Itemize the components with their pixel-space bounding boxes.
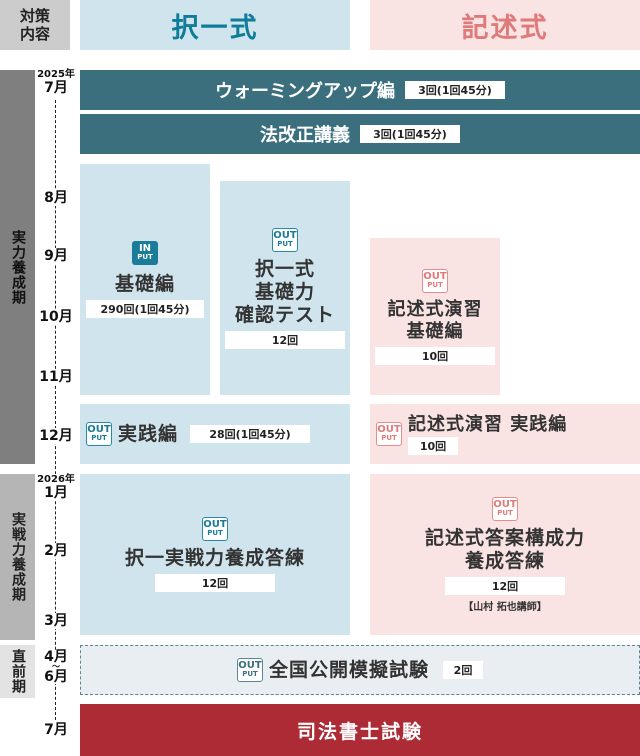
timeline-month: 4月 〜 6月 xyxy=(36,650,76,684)
year-label-2026: 2026年 xyxy=(37,474,75,485)
timeline-month: 12月 xyxy=(36,428,76,444)
header-label: 対策 内容 xyxy=(0,0,70,50)
kijutsu-toan-count: 12回 xyxy=(445,576,565,595)
period-jitsuryoku: 実力養成期 xyxy=(0,70,35,464)
warming-up-count: 3回(1回45分) xyxy=(405,81,505,99)
header-label-line2: 内容 xyxy=(19,25,50,43)
takuitsu-jissen-count: 28回(1回45分) xyxy=(190,425,311,443)
takuitsu-kiso-count: 290回(1回45分) xyxy=(86,300,204,318)
timeline-line xyxy=(55,100,56,720)
takuitsu-kakunin-count: 12回 xyxy=(225,330,345,349)
period-chokuzen: 直前期 xyxy=(0,645,35,698)
final-exam-bar: 司法書士試験 xyxy=(80,704,640,756)
law-revision-bar: 法改正講義 3回(1回45分) xyxy=(80,114,640,154)
takuitsu-jissen-title: 実践編 xyxy=(118,422,179,445)
timeline-month: 3月 xyxy=(36,613,76,629)
year-label-2025: 2025年 xyxy=(37,69,75,80)
header-label-line1: 対策 xyxy=(19,7,50,25)
mock-exam-title: 全国公開模擬試験 xyxy=(268,658,429,681)
kijutsu-kiso-title: 記述式演習 基礎編 xyxy=(387,298,483,342)
mock-exam-count: 2回 xyxy=(443,661,483,679)
timeline-month: 11月 xyxy=(36,369,76,385)
column-header-kijutsu: 記述式 xyxy=(370,0,640,50)
timeline-month: 2026年 1月 xyxy=(36,474,76,501)
kijutsu-jissen-count: 10回 xyxy=(408,436,458,455)
timeline-month: 7月 xyxy=(36,722,76,738)
takuitsu-jissenryoku-count: 12回 xyxy=(155,574,275,592)
takuitsu-kiso-title: 基礎編 xyxy=(114,273,175,295)
law-revision-count: 3回(1回45分) xyxy=(360,125,460,143)
warming-up-title: ウォーミングアップ編 xyxy=(215,81,395,102)
kijutsu-jissen-title: 記述式演習 実践編 xyxy=(408,413,568,435)
timeline-month: 8月 xyxy=(36,190,76,206)
kijutsu-toan-instructor: 【山村 拓也講師】 xyxy=(463,601,547,613)
timeline-month: 2月 xyxy=(36,543,76,559)
warming-up-bar: ウォーミングアップ編 3回(1回45分) xyxy=(80,70,640,110)
takuitsu-jissenryoku-title: 択一実戦力養成答練 xyxy=(124,547,305,569)
column-header-takuitsu: 択一式 xyxy=(80,0,350,50)
kijutsu-toan-title: 記述式答案構成力 養成答練 xyxy=(424,526,585,572)
timeline-month: 10月 xyxy=(36,309,76,325)
timeline-month: 9月 xyxy=(36,248,76,264)
timeline-month: 2025年 7月 xyxy=(36,69,76,96)
law-revision-title: 法改正講義 xyxy=(260,125,350,146)
period-jissenryoku: 実戦力養成期 xyxy=(0,474,35,640)
kijutsu-kiso-count: 10回 xyxy=(375,346,495,365)
takuitsu-kakunin-title: 択一式 基礎力 確認テスト xyxy=(234,257,335,326)
